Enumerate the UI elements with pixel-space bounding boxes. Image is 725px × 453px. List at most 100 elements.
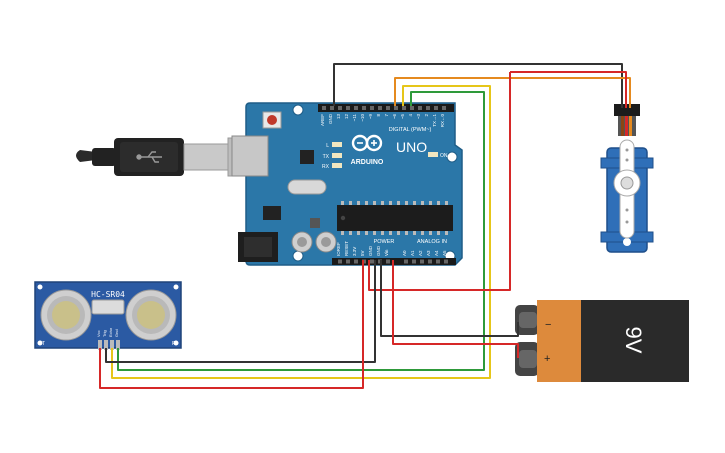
header-pin[interactable] <box>354 259 358 264</box>
digital-pin-label: ~9 <box>368 114 373 120</box>
digital-pin[interactable] <box>410 106 414 110</box>
crystal <box>287 179 327 195</box>
chip-leg <box>365 201 368 205</box>
digital-pin[interactable] <box>386 106 390 110</box>
battery-minus-label: − <box>545 319 551 331</box>
header-pin[interactable] <box>338 259 342 264</box>
chip-leg <box>373 231 376 235</box>
wire-vcc-sensor <box>99 260 364 389</box>
digital-pin-label: ~5 <box>400 114 405 120</box>
header-pin[interactable] <box>370 259 374 264</box>
chip-leg <box>429 201 432 205</box>
digital-pin-label: ~3 <box>416 114 421 120</box>
header-pin[interactable] <box>420 259 424 264</box>
power-label: POWER <box>374 239 395 245</box>
digital-pin[interactable] <box>322 106 326 110</box>
header-pin-label: Vin <box>384 249 389 256</box>
digital-pin[interactable] <box>378 106 382 110</box>
header-pin-label: 3.3V <box>352 247 357 256</box>
wire-servo-vcc <box>510 71 627 108</box>
chip-leg <box>429 231 432 235</box>
sensor-pin[interactable] <box>116 340 120 350</box>
battery-voltage-label: 9V <box>621 327 646 354</box>
digital-pin-label: RX←0 <box>440 114 445 128</box>
digital-pin[interactable] <box>346 106 350 110</box>
reset-button-cap[interactable] <box>267 115 277 125</box>
chip-leg <box>389 201 392 205</box>
chip-leg <box>405 201 408 205</box>
wire-gnd-black <box>105 260 376 363</box>
digital-pin[interactable] <box>418 106 422 110</box>
header-pin[interactable] <box>346 259 350 264</box>
chip-leg <box>373 201 376 205</box>
chip-leg <box>445 231 448 235</box>
header-pin-label: IOREF <box>336 242 341 256</box>
sensor-pin-label: Trig <box>102 330 107 337</box>
chip-leg <box>357 201 360 205</box>
digital-pin[interactable] <box>434 106 438 110</box>
chip-leg <box>397 231 400 235</box>
digital-pin-label: 7 <box>384 114 389 117</box>
header-pin-label: A2 <box>418 250 423 256</box>
digital-pin-label: ~11 <box>352 114 357 122</box>
sensor-pin-label: Vcc <box>96 330 101 337</box>
chip-leg <box>445 201 448 205</box>
digital-pin-label: 12 <box>344 114 349 120</box>
sensor-name: HC-SR04 <box>91 290 125 299</box>
analog-label: ANALOG IN <box>417 239 447 245</box>
header-pin-label: A4 <box>434 250 439 256</box>
digital-pin-label: 4 <box>408 114 413 117</box>
chip-leg <box>413 201 416 205</box>
digital-pin[interactable] <box>402 106 406 110</box>
sensor-left-mark: T <box>42 341 45 347</box>
atmega-chip <box>337 201 453 235</box>
sensor-right-mark: R <box>172 341 176 347</box>
digital-pin[interactable] <box>330 106 334 110</box>
header-pin[interactable] <box>428 259 432 264</box>
digital-pin-label: 2 <box>424 114 429 117</box>
digital-pin[interactable] <box>362 106 366 110</box>
sensor-pin[interactable] <box>110 340 114 350</box>
on-led <box>428 152 438 157</box>
digital-pin-label: 8 <box>376 114 381 117</box>
battery-9v: − + 9V <box>515 300 689 382</box>
digital-pin-label: 13 <box>336 114 341 120</box>
chip-leg <box>421 201 424 205</box>
digital-pin[interactable] <box>370 106 374 110</box>
usb-cable <box>76 137 253 177</box>
sensor-pin[interactable] <box>104 340 108 350</box>
sensor-pin[interactable] <box>98 340 102 350</box>
battery-plus-label: + <box>544 353 550 365</box>
digital-pin[interactable] <box>426 106 430 110</box>
wire-gnd-battery <box>380 260 519 337</box>
header-pin-label: A3 <box>426 250 431 256</box>
header-pin[interactable] <box>436 259 440 264</box>
chip-leg <box>349 231 352 235</box>
wire-servo-signal <box>394 77 631 108</box>
sensor-pin-label: Gnd <box>114 329 119 337</box>
chip-leg <box>437 201 440 205</box>
digital-pin-label: TX→1 <box>432 114 437 127</box>
chip-leg <box>381 231 384 235</box>
digital-pin[interactable] <box>442 106 446 110</box>
chip-leg <box>397 201 400 205</box>
chip-leg <box>365 231 368 235</box>
wires <box>99 63 631 389</box>
digital-pin[interactable] <box>394 106 398 110</box>
sensor-pin-label: Echo <box>108 327 113 337</box>
header-pin[interactable] <box>412 259 416 264</box>
chip-leg <box>405 231 408 235</box>
battery-body <box>581 300 689 382</box>
chip-leg <box>349 201 352 205</box>
digital-pin-label: ~10 <box>360 114 365 122</box>
header-pin-label: GND <box>376 245 381 256</box>
header-pin[interactable] <box>404 259 408 264</box>
header-pin[interactable] <box>386 259 390 264</box>
chip-leg <box>421 231 424 235</box>
digital-pin[interactable] <box>338 106 342 110</box>
usb-symbol-icon <box>136 151 162 163</box>
digital-pin[interactable] <box>354 106 358 110</box>
header-pin[interactable] <box>444 259 448 264</box>
